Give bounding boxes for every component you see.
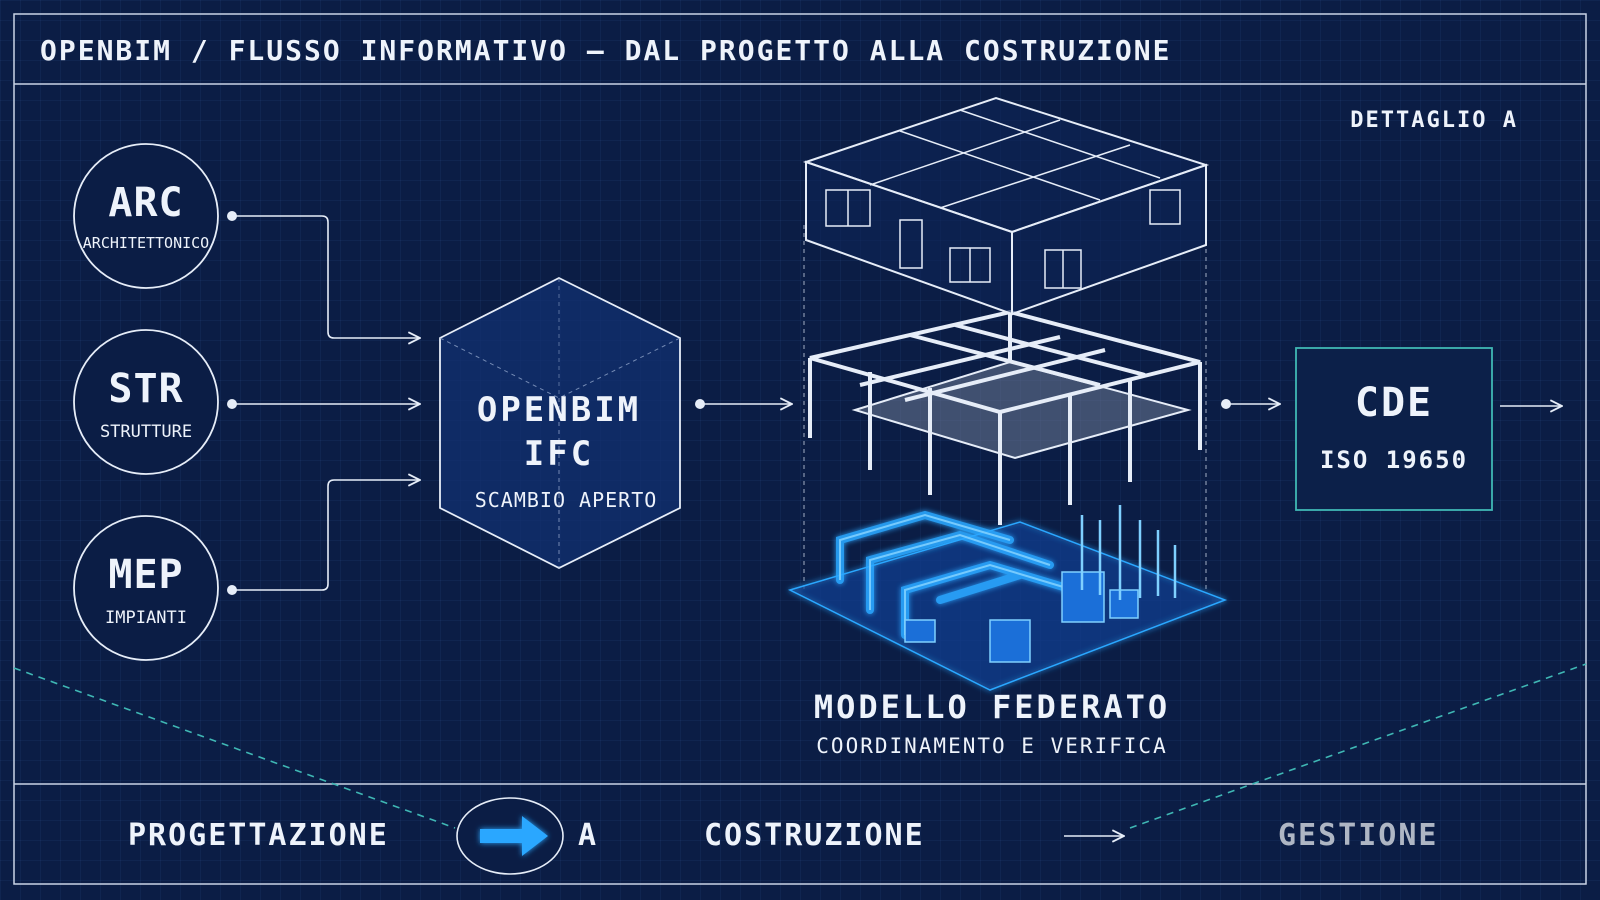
federated-model-subtitle: COORDINAMENTO E VERIFICA [816,734,1168,758]
structure-layer [808,309,1202,525]
cde-subtitle: ISO 19650 [1319,446,1469,474]
mep-layer [787,505,1228,691]
left-guide-dash [13,667,456,829]
hub-title-line2: IFC [523,434,595,474]
arc-code: ARC [108,180,184,226]
phase-design: PROGETTAZIONE [128,818,389,853]
mep-circle [73,515,219,661]
arc-label: ARCHITETTONICO [82,234,210,252]
architecture-layer [802,96,1210,316]
cde-box [1295,347,1493,511]
phase-construction: COSTRUZIONE [704,818,925,853]
phase-connector: A [578,818,599,853]
hub-title-line1: OPENBIM [476,390,642,430]
phase-management: GESTIONE [1278,818,1439,853]
federated-model-title: MODELLO FEDERATO [813,688,1171,726]
ifc-cube [439,276,681,570]
right-arrow-icon [480,816,548,856]
outer-frame [13,13,1587,885]
mep-code: MEP [108,552,184,598]
mep-label: IMPIANTI [105,608,187,628]
page-title: OPENBIM / FLUSSO INFORMATIVO — DAL PROGE… [40,34,1172,67]
hub-subtitle: SCAMBIO APERTO [474,488,658,512]
detail-label: DETTAGLIO A [1350,108,1518,133]
mep-connector [232,480,420,591]
str-code: STR [108,366,184,412]
arc-connector [232,215,420,338]
arc-circle [73,143,219,289]
right-guide-dash [1129,663,1587,829]
str-label: STRUTTURE [99,422,193,442]
cde-title: CDE [1354,380,1434,426]
str-circle [73,329,219,475]
